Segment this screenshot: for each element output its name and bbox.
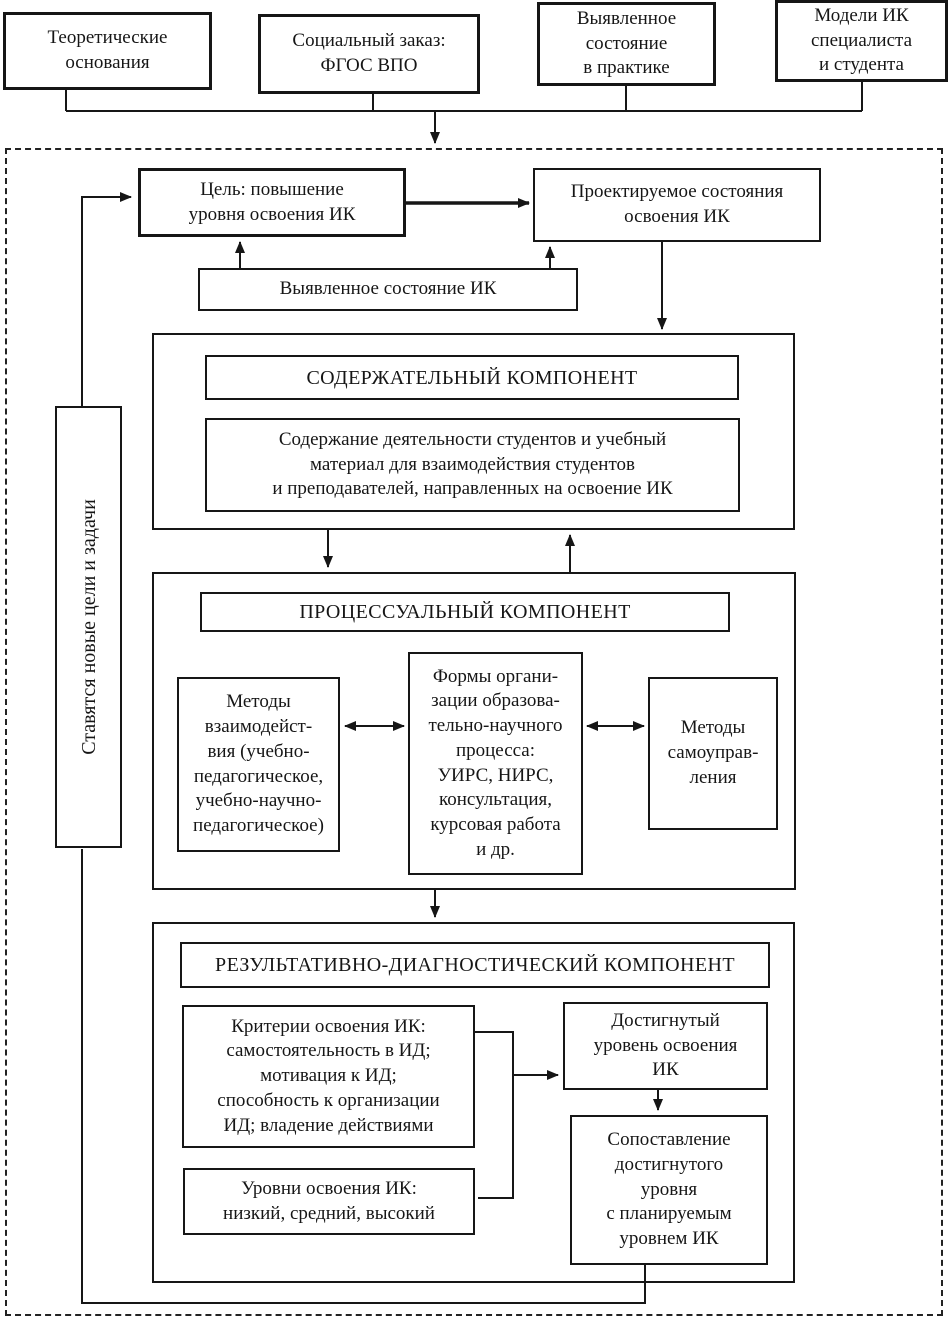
box-theoretical-foundations: Теоретические основания	[3, 12, 212, 90]
box-new-goals-feedback: Ставятся новые цели и задачи	[55, 406, 122, 848]
box-levels: Уровни освоения ИК: низкий, средний, выс…	[183, 1168, 475, 1235]
section-content-component	[152, 333, 795, 530]
system-boundary	[5, 148, 943, 1316]
process-component-title: ПРОЦЕССУАЛЬНЫЙ КОМПОНЕНТ	[200, 592, 730, 632]
box-interaction-methods: Методы взаимодейст- вия (учебно- педагог…	[177, 677, 340, 852]
box-organization-forms: Формы органи- зации образова- тельно-нау…	[408, 652, 583, 875]
box-social-order: Социальный заказ: ФГОС ВПО	[258, 14, 480, 94]
box-self-management-methods: Методы самоуправ- ления	[648, 677, 778, 830]
box-ik-models: Модели ИК специалиста и студента	[775, 0, 948, 82]
feedback-label: Ставятся новые цели и задачи	[77, 499, 100, 755]
content-component-body: Содержание деятельности студентов и учеб…	[205, 418, 740, 512]
content-component-title: СОДЕРЖАТЕЛЬНЫЙ КОМПОНЕНТ	[205, 355, 739, 400]
box-comparison: Сопоставление достигнутого уровня с план…	[570, 1115, 768, 1265]
box-projected-state: Проектируемое состояния освоения ИК	[533, 168, 821, 242]
box-criteria: Критерии освоения ИК: самостоятельность …	[182, 1005, 475, 1148]
box-achieved-level: Достигнутый уровень освоения ИК	[563, 1002, 768, 1090]
result-component-title: РЕЗУЛЬТАТИВНО-ДИАГНОСТИЧЕСКИЙ КОМПОНЕНТ	[180, 942, 770, 988]
box-identified-state-ik: Выявленное состояние ИК	[198, 268, 578, 311]
box-goal: Цель: повышение уровня освоения ИК	[138, 168, 406, 237]
box-identified-state-practice: Выявленное состояние в практике	[537, 2, 716, 86]
